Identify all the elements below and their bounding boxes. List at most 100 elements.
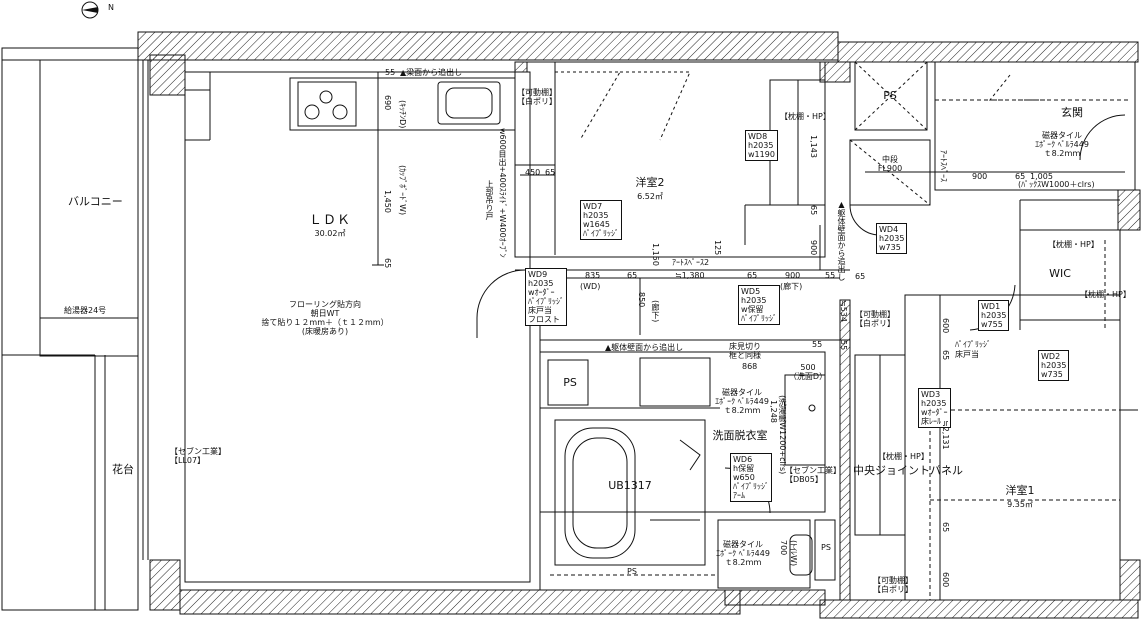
seven-industry-tag-2: 【セブン工業】【DB05】 — [785, 466, 841, 484]
dim-835: 835 — [585, 271, 601, 280]
balcony — [1, 47, 139, 611]
door-swing-mid — [849, 204, 881, 236]
balcony-name: バルコニー — [68, 195, 123, 208]
dim-1450: 1,450 — [383, 190, 392, 213]
entrance-name: 玄関 — [1061, 106, 1083, 119]
wall-column-c — [819, 61, 851, 83]
wic-name: WIC — [1049, 267, 1071, 280]
ldk-name: ＬＤＫ — [308, 213, 352, 228]
dim-900a: 900 — [785, 271, 801, 280]
unit-bath-name: UB1317 — [608, 479, 652, 492]
dim-900b: 900 — [809, 240, 818, 256]
room1-name: 洋室1 — [1005, 484, 1035, 497]
floor-cut-tag: 床見切り框と同様 — [729, 342, 761, 360]
dim-600b: 600 — [941, 572, 950, 588]
dim-55b: 55 — [825, 271, 836, 280]
dim-700: 700 — [779, 540, 788, 556]
wall-bottom — [179, 589, 741, 615]
compass-icon — [81, 1, 99, 19]
wall-column-br — [1119, 559, 1141, 601]
note-upper: 上部吊り戸 — [485, 180, 494, 220]
pillow-shelf-tag-3: 【枕棚・HP】 — [1080, 290, 1131, 299]
water-heater-label: 給湯器24号 — [64, 306, 107, 315]
note-wash: (洗濯機W1200+clrs) — [778, 395, 787, 475]
wall-mid-1 — [839, 299, 851, 601]
note-beam-mid: ▲躯体壁面から追出し — [605, 343, 684, 352]
entrance — [934, 61, 1136, 191]
washroom-name: 洗面脱衣室 — [712, 429, 768, 442]
pillow-shelf-tag-1: 【枕棚・HP】 — [780, 112, 831, 121]
dim-65d: 65 — [747, 271, 758, 280]
wall-column-mid — [514, 61, 528, 73]
room1 — [904, 294, 1121, 601]
washer-tag: 500（洗面D） — [788, 363, 828, 381]
seven-industry-tag-1: 【セブン工業】【LL07】 — [170, 447, 226, 465]
unit-bath — [554, 419, 706, 566]
dim-690: 690 — [383, 95, 392, 111]
note-kitchen: (ｷｯﾁﾝD) — [398, 100, 407, 129]
dim-534: ≒534 — [839, 300, 848, 322]
ps-label-1: PS — [883, 89, 897, 102]
room2-area: 6.52㎡ — [637, 192, 663, 201]
dim-850: 850 — [637, 292, 646, 308]
dim-65e: 65 — [1015, 172, 1026, 181]
washer-space — [784, 374, 826, 466]
dim-125: 125 — [713, 240, 722, 256]
dim-65a: 65 — [383, 258, 392, 269]
dim-1150: 1,150 — [651, 243, 660, 266]
center-joint-panel: 中央ジョイントパネル — [853, 464, 963, 477]
dim-65h: 65 — [941, 522, 950, 533]
note-atspace: ｱｰﾄｽﾍﾟｰｽ2 — [672, 258, 710, 267]
note-counter: (ｶｯﾌﾟﾎﾞｰﾄﾞW) — [398, 165, 407, 216]
ps-label-2: PS — [563, 376, 577, 389]
ps-label-4: PS — [821, 543, 831, 552]
toilet-room — [717, 519, 811, 589]
dim-65c: 65 — [627, 271, 638, 280]
ps-label-3: PS — [627, 567, 637, 576]
door-swing-entrance — [1079, 114, 1126, 161]
wall-mid-2 — [724, 589, 826, 606]
dim-65i: 65 — [809, 205, 818, 216]
wall-bottom-right — [819, 599, 1139, 619]
note-shelf: w600目出+400ｽﾗｲﾄﾞ+W400ｵｰﾌﾟﾝ — [498, 128, 507, 258]
room2-name: 洋室2 — [635, 176, 665, 189]
dim-55a: 55 — [385, 68, 396, 77]
dim-55d: 55 — [812, 340, 823, 349]
dim-600a: 600 — [941, 318, 950, 334]
dim-65g: 65 — [941, 350, 950, 361]
dim-1248: 1,248 — [769, 400, 778, 423]
ldk-area: 30.02㎡ — [314, 229, 346, 238]
note-wd: (WD) — [580, 282, 601, 291]
wall-top-right — [837, 41, 1139, 63]
toilet-bowl — [789, 534, 813, 576]
dim-868: 868 — [742, 362, 758, 371]
door-swing-wd9 — [476, 269, 526, 338]
room2 — [514, 61, 826, 258]
sink — [437, 81, 501, 125]
pillow-shelf-tag-4: 【枕棚・HP】 — [878, 452, 929, 461]
compass-north-label: N — [108, 3, 114, 12]
movable-shelf-tag-2: 【可動棚】【白ポリ】 — [855, 310, 895, 328]
kadan-name: 花台 — [112, 463, 134, 476]
note-pipe: ﾊﾟｲﾌﾟﾘｯｼﾞ — [955, 340, 991, 349]
room1-area: 9.35㎡ — [1007, 500, 1033, 509]
wall-left — [149, 54, 186, 96]
movable-shelf-tag-3: 【可動棚】【白ポリ】 — [873, 576, 913, 594]
dim-65b: 65 — [545, 168, 556, 177]
wall-top-left — [137, 31, 839, 61]
note-hall-vertical: (廊下) — [651, 300, 660, 323]
bathtub — [564, 427, 636, 559]
wall-column-right — [1117, 189, 1141, 231]
note-pax: (ﾊﾟｯｸｽW1000＋clrs) — [1018, 180, 1095, 189]
